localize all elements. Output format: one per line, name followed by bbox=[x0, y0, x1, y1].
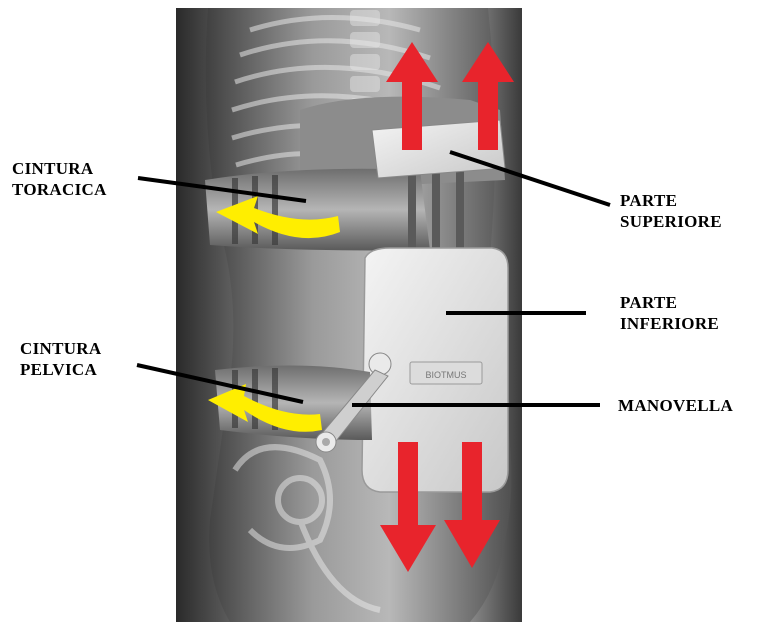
label-manovella: MANOVELLA bbox=[618, 395, 733, 416]
brand-text: BIOTMUS bbox=[425, 370, 466, 380]
label-parte-inferiore: PARTE INFERIORE bbox=[620, 292, 719, 334]
label-cintura-pelvica: CINTURA PELVICA bbox=[20, 338, 101, 380]
label-cintura-toracica: CINTURA TORACICA bbox=[12, 158, 107, 200]
label-parte-superiore: PARTE SUPERIORE bbox=[620, 190, 722, 232]
